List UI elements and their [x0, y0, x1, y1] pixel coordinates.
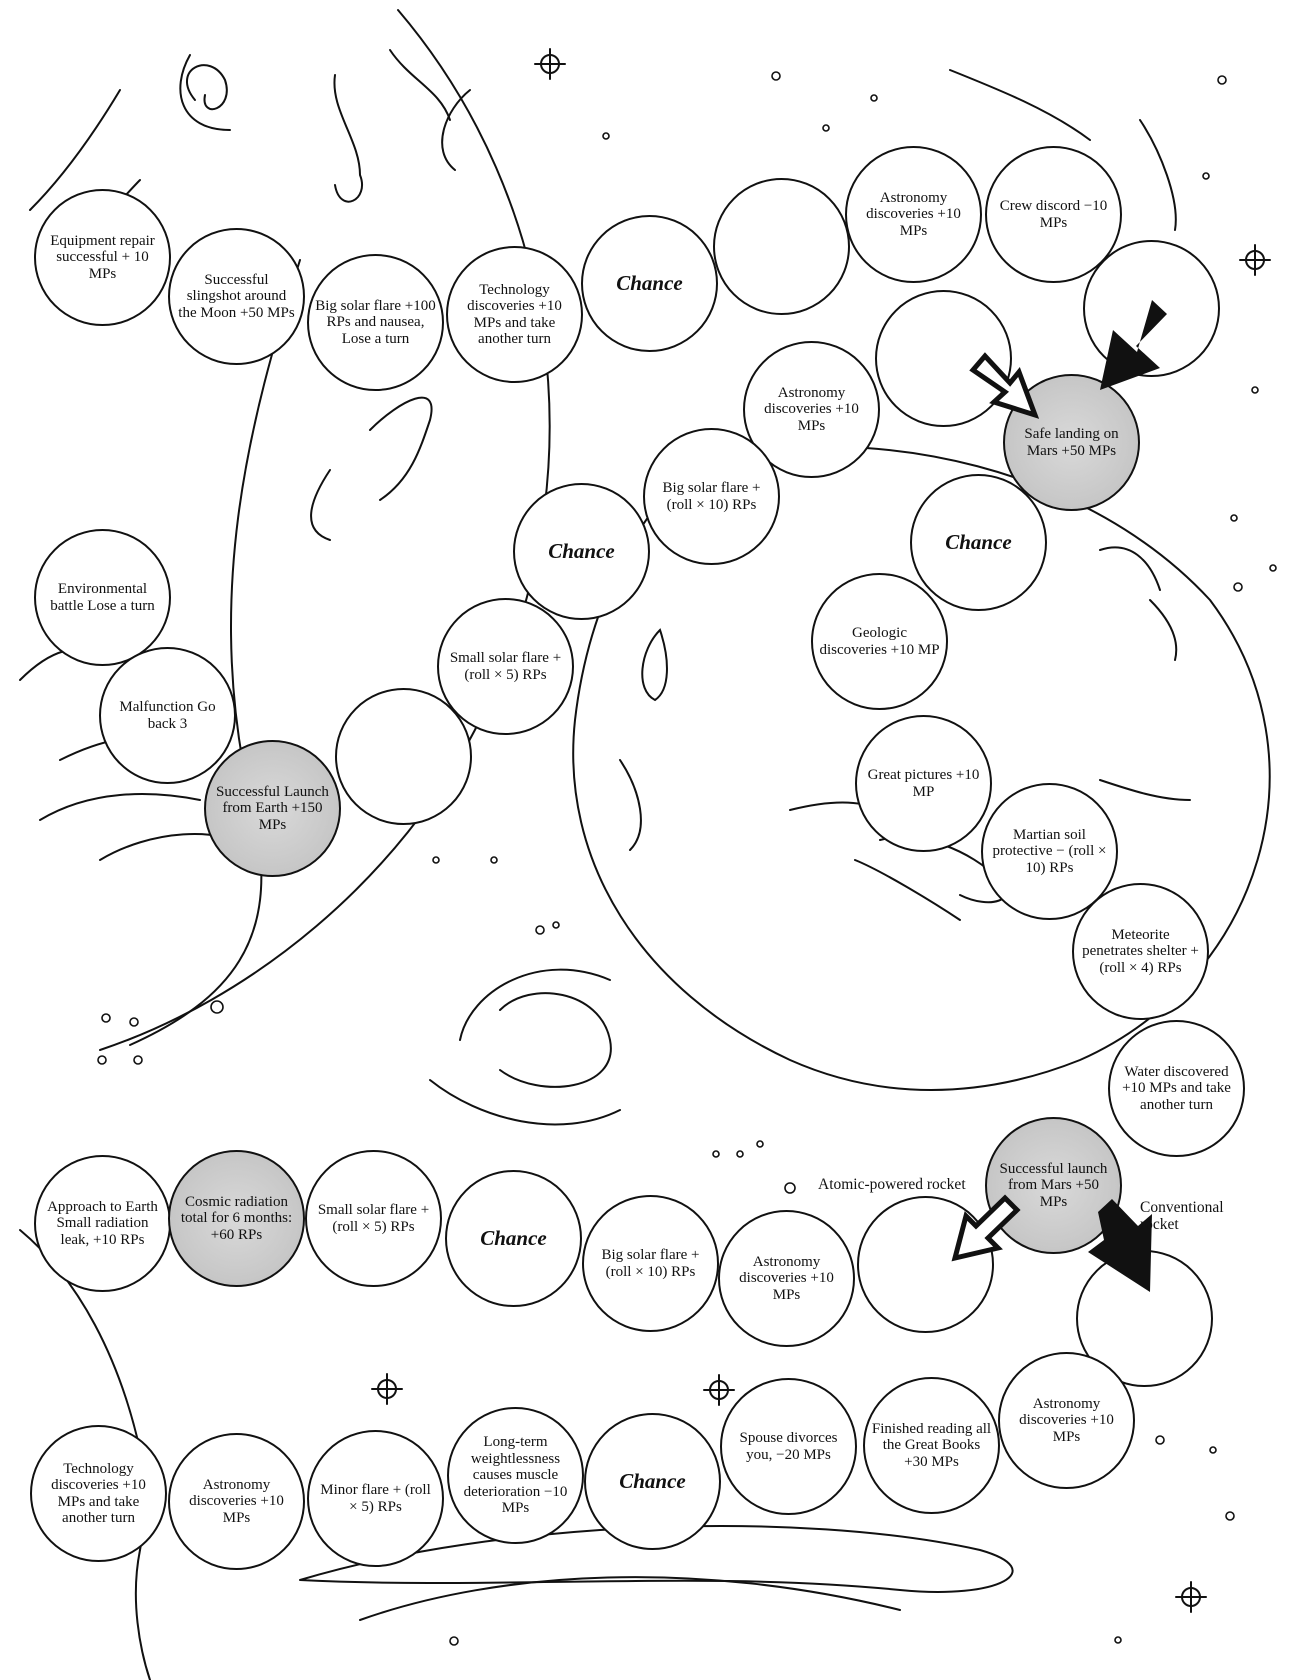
board-space[interactable]: Minor flare + (roll × 5) RPs — [307, 1430, 444, 1567]
space-label: Big solar flare + (roll × 10) RPs — [601, 1247, 700, 1280]
board-space[interactable]: Chance — [584, 1413, 721, 1550]
space-label: Crew discord −10 MPs — [999, 198, 1108, 231]
board-space[interactable]: Small solar flare + (roll × 5) RPs — [437, 598, 574, 735]
board-space[interactable]: Chance — [513, 483, 650, 620]
board-space[interactable]: Equipment repair successful + 10 MPs — [34, 189, 171, 326]
board-space[interactable]: Spouse divorces you, −20 MPs — [720, 1378, 857, 1515]
space-label: Long-term weightlessness causes muscle d… — [463, 1434, 568, 1517]
space-label: Astronomy discoveries +10 MPs — [739, 1253, 834, 1303]
board-space[interactable]: Finished reading all the Great Books +30… — [863, 1377, 1000, 1514]
board-space[interactable]: Great pictures +10 MP — [855, 715, 992, 852]
board-space[interactable] — [713, 178, 850, 315]
space-label: Geologic discoveries +10 MP — [819, 625, 940, 658]
board-space[interactable]: Cosmic radiation total for 6 months: +60… — [168, 1150, 305, 1287]
space-label: Astronomy discoveries +10 MPs — [764, 384, 859, 434]
space-label: Successful launch from Mars +50 MPs — [999, 1160, 1108, 1210]
space-label: Successful slingshot around the Moon +50… — [178, 271, 295, 321]
board-space[interactable]: Big solar flare + (roll × 10) RPs — [582, 1195, 719, 1332]
board-space[interactable]: Chance — [445, 1170, 582, 1307]
board-space[interactable]: Geologic discoveries +10 MP — [811, 573, 948, 710]
space-label: Astronomy discoveries +10 MPs — [1019, 1395, 1114, 1445]
space-label: Small solar flare + (roll × 5) RPs — [317, 1202, 430, 1235]
board-space[interactable]: Meteorite penetrates shelter + (roll × 4… — [1072, 883, 1209, 1020]
board-space[interactable]: Astronomy discoveries +10 MPs — [168, 1433, 305, 1570]
space-label: Martian soil protective − (roll × 10) RP… — [992, 826, 1107, 876]
board-space[interactable] — [1083, 240, 1220, 377]
board-space[interactable] — [875, 290, 1012, 427]
board-space[interactable]: Long-term weightlessness causes muscle d… — [447, 1407, 584, 1544]
space-label: Great pictures +10 MP — [867, 767, 980, 800]
space-label: Technology discoveries +10 MPs and take … — [467, 281, 562, 348]
board-space[interactable]: Environmental battle Lose a turn — [34, 529, 171, 666]
board-space[interactable]: Successful launch from Mars +50 MPs — [985, 1117, 1122, 1254]
space-label: Successful Launch from Earth +150 MPs — [216, 783, 329, 833]
space-label: Big solar flare +100 RPs and nausea, Los… — [315, 297, 436, 347]
board-space[interactable] — [335, 688, 472, 825]
atomic-rocket-caption: Atomic-powered rocket — [818, 1176, 966, 1193]
board-space[interactable]: Successful Launch from Earth +150 MPs — [204, 740, 341, 877]
board-space[interactable]: Approach to Earth Small radiation leak, … — [34, 1155, 171, 1292]
conventional-rocket-caption: Conventional rocket — [1140, 1199, 1224, 1233]
dot-stars — [97, 71, 1277, 1646]
space-label: Spouse divorces you, −20 MPs — [739, 1430, 838, 1463]
space-label: Cosmic radiation total for 6 months: +60… — [180, 1193, 293, 1243]
space-label: Finished reading all the Great Books +30… — [871, 1420, 992, 1470]
space-label: Big solar flare + (roll × 10) RPs — [662, 480, 761, 513]
board-space[interactable]: Chance — [581, 215, 718, 352]
mars-outline — [572, 445, 1271, 1091]
chance-label: Chance — [945, 530, 1012, 555]
board-space[interactable]: Crew discord −10 MPs — [985, 146, 1122, 283]
chance-label: Chance — [619, 1469, 686, 1494]
board-space[interactable]: Big solar flare + (roll × 10) RPs — [643, 428, 780, 565]
board-space[interactable]: Small solar flare + (roll × 5) RPs — [305, 1150, 442, 1287]
space-label: Water discovered +10 MPs and take anothe… — [1122, 1063, 1231, 1113]
board-space[interactable]: Malfunction Go back 3 — [99, 647, 236, 784]
space-label: Minor flare + (roll × 5) RPs — [320, 1482, 431, 1515]
chance-label: Chance — [548, 539, 615, 564]
space-label: Equipment repair successful + 10 MPs — [50, 232, 155, 282]
space-label: Meteorite penetrates shelter + (roll × 4… — [1082, 926, 1199, 976]
space-label: Technology discoveries +10 MPs and take … — [51, 1460, 146, 1527]
star-glyphs — [371, 48, 1271, 1613]
board-space[interactable]: Astronomy discoveries +10 MPs — [845, 146, 982, 283]
board-space[interactable]: Technology discoveries +10 MPs and take … — [30, 1425, 167, 1562]
space-label: Environmental battle Lose a turn — [50, 581, 155, 614]
board-space[interactable]: Water discovered +10 MPs and take anothe… — [1108, 1020, 1245, 1157]
space-label: Small solar flare + (roll × 5) RPs — [449, 650, 562, 683]
board-space[interactable]: Astronomy discoveries +10 MPs — [998, 1352, 1135, 1489]
board-space[interactable]: Successful slingshot around the Moon +50… — [168, 228, 305, 365]
board-space[interactable]: Technology discoveries +10 MPs and take … — [446, 246, 583, 383]
moon-outline — [99, 9, 551, 1051]
space-label: Malfunction Go back 3 — [119, 699, 216, 732]
board-space[interactable]: Astronomy discoveries +10 MPs — [718, 1210, 855, 1347]
board-space[interactable] — [857, 1196, 994, 1333]
space-label: Astronomy discoveries +10 MPs — [866, 189, 961, 239]
space-label: Astronomy discoveries +10 MPs — [189, 1476, 284, 1526]
chance-label: Chance — [616, 271, 683, 296]
board-space[interactable]: Martian soil protective − (roll × 10) RP… — [981, 783, 1118, 920]
board-space[interactable]: Big solar flare +100 RPs and nausea, Los… — [307, 254, 444, 391]
board-space[interactable]: Chance — [910, 474, 1047, 611]
space-label: Approach to Earth Small radiation leak, … — [47, 1198, 158, 1248]
chance-label: Chance — [480, 1226, 547, 1251]
space-label: Safe landing on Mars +50 MPs — [1024, 426, 1119, 459]
